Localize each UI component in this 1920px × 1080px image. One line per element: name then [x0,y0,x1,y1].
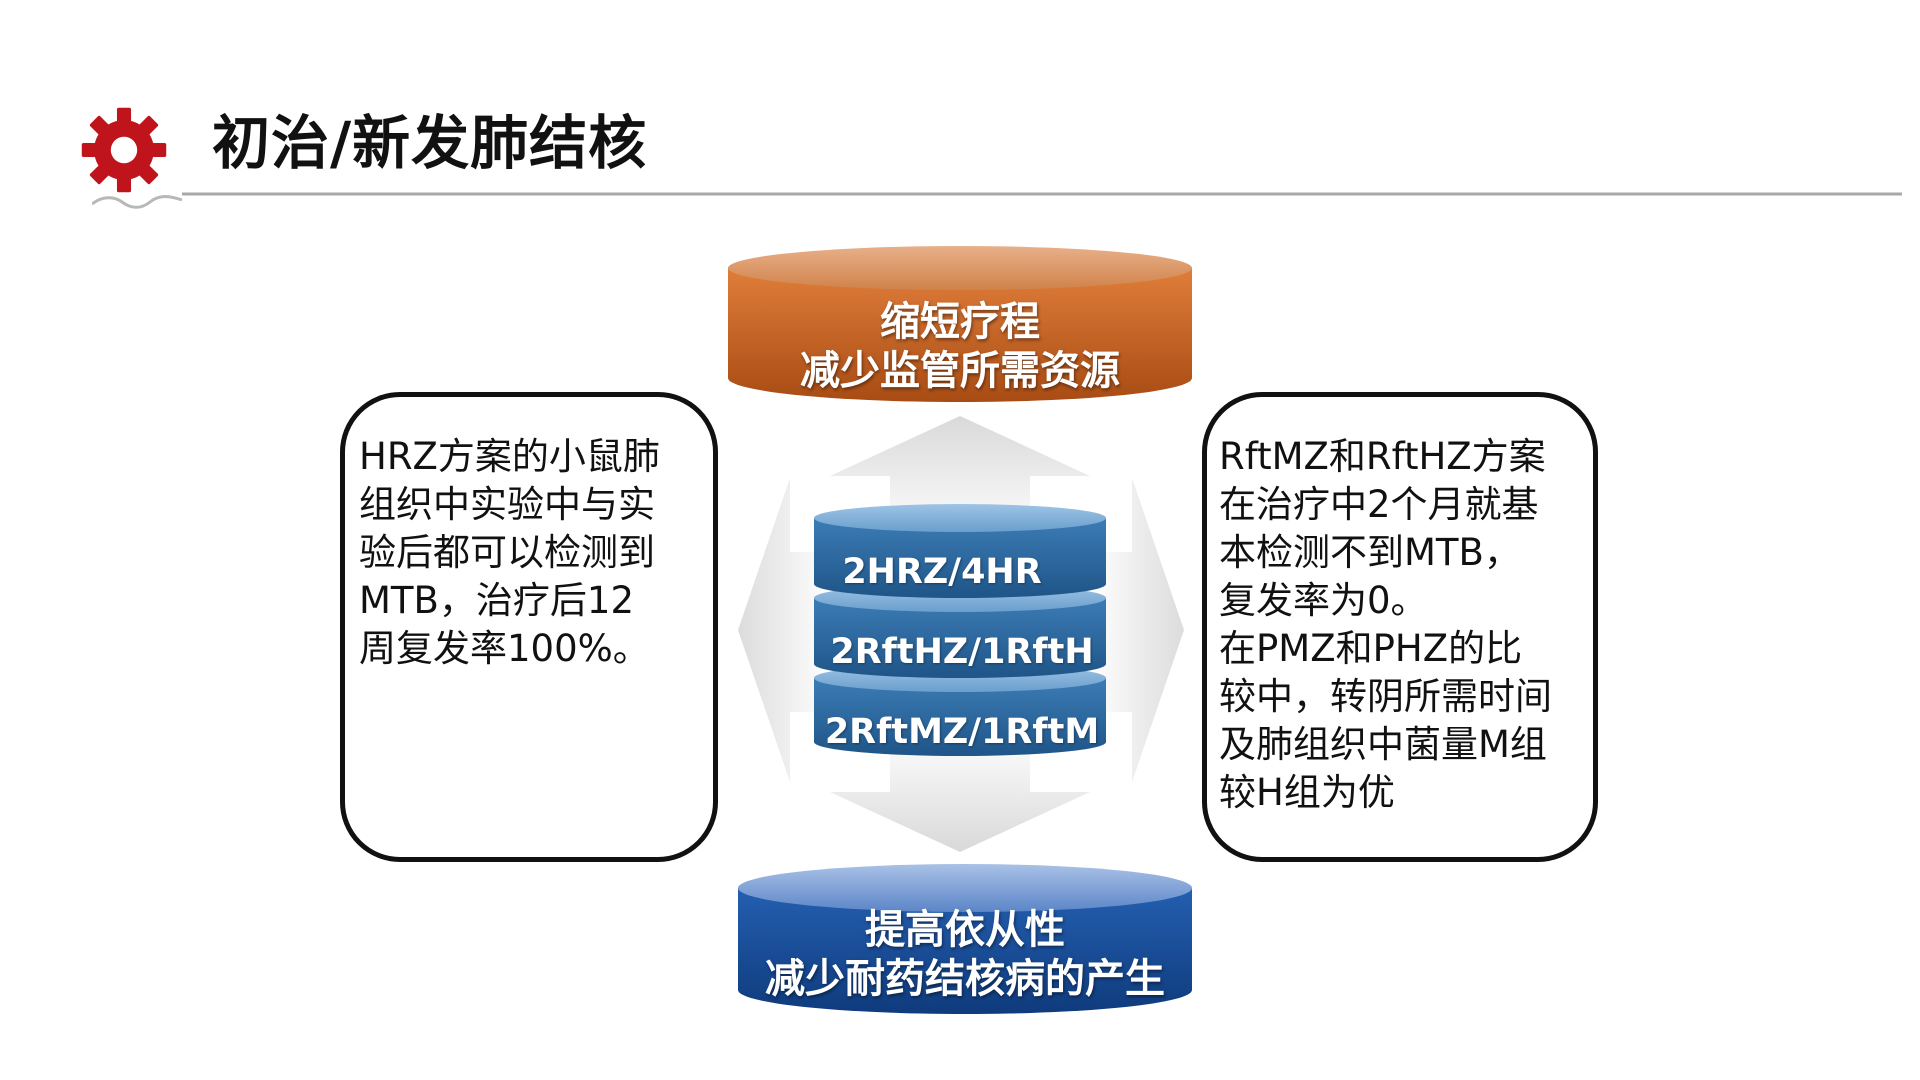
stack-layer-label: 2RftHZ/1RftH [830,632,1094,672]
bottom-cylinder [738,864,1192,1014]
left-info-text: HRZ方案的小鼠肺 组织中实验中与实 验后都可以检测到 MTB，治疗后12 周复… [359,435,660,670]
title-divider [92,192,1902,209]
right-info-box: RftMZ和RftHZ方案 在治疗中2个月就基 本检测不到MTB， 复发率为0。… [1202,392,1598,862]
top-cylinder-line2: 减少监管所需资源 [800,347,1120,394]
stack-layer-label: 2RftMZ/1RftM [824,712,1100,752]
arrow-down-icon [830,730,1090,852]
top-cylinder-line1: 缩短疗程 [880,299,1040,345]
bottom-cylinder-label: 提高依从性 减少耐药结核病的产生 [738,906,1192,1004]
left-info-box: HRZ方案的小鼠肺 组织中实验中与实 验后都可以检测到 MTB，治疗后12 周复… [340,392,718,862]
top-cylinder [728,246,1192,402]
bottom-cylinder-line2: 减少耐药结核病的产生 [765,955,1165,1002]
gear-icon [81,107,167,193]
top-cylinder-label: 缩短疗程 减少监管所需资源 [728,298,1192,396]
stack-layer-1 [814,504,1106,598]
page-title: 初治/新发肺结核 [212,109,648,177]
arrow-left-icon [738,478,832,782]
right-info-text: RftMZ和RftHZ方案 在治疗中2个月就基 本检测不到MTB， 复发率为0。… [1219,435,1552,814]
stack-layer-label: 2HRZ/4HR [842,552,1042,592]
regimen-stack [814,504,1106,756]
bottom-cylinder-line1: 提高依从性 [865,907,1065,953]
arrow-right-icon [1090,478,1184,782]
